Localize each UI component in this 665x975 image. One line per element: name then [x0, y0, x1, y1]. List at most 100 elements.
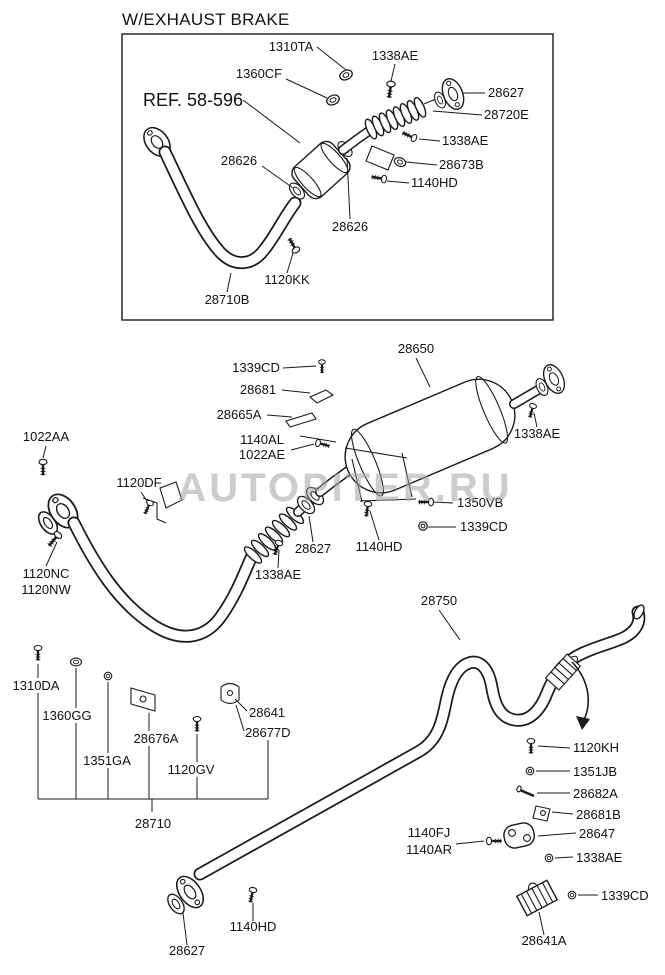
bolt-1140FJ	[485, 836, 503, 846]
label-bg	[128, 731, 184, 746]
part-label-1310TA: 1310TA	[269, 39, 314, 54]
inset-exhaust-brake-section: W/EXHAUST BRAKE	[121, 10, 554, 321]
bolt-1140HD-tail	[245, 885, 259, 905]
part-label-28626-a: 28626	[221, 153, 257, 168]
bracket-1120DF	[140, 481, 183, 524]
part-label-1338AE-c: 1338AE	[514, 426, 561, 441]
part-label-1351GA: 1351GA	[83, 753, 131, 768]
part-label-28641: 28641	[249, 705, 285, 720]
part-label-1022AE: 1022AE	[239, 447, 286, 462]
clamp-28641A	[515, 879, 559, 917]
main-leader-lines	[42, 357, 598, 946]
part-label-1339CD-b: 1339CD	[460, 519, 508, 534]
bolt-1140HD-inset	[369, 171, 389, 185]
part-label-1120KK: 1120KK	[264, 272, 310, 287]
part-label-28673B: 28673B	[439, 157, 484, 172]
watermark: AUTOPITER.RU	[177, 466, 512, 510]
rubber-hanger-28647	[503, 822, 536, 849]
ring-1360CF	[324, 92, 342, 108]
bolt-1022AA	[37, 458, 49, 477]
bracket-28681B	[532, 805, 551, 822]
bracket-28665A	[285, 412, 317, 428]
bolt-1120KH	[526, 737, 536, 755]
label-bg	[39, 708, 95, 723]
part-label-1140HD-b: 1140HD	[356, 539, 403, 554]
part-label-28647: 28647	[579, 826, 615, 841]
part-label-1338AE-b: 1338AE	[442, 133, 489, 148]
hanger-rod-1140AL	[299, 435, 337, 451]
tailpipe-hanger-clamp	[544, 653, 582, 691]
part-label-1120DF: 1120DF	[116, 475, 161, 490]
detail-arrow	[571, 661, 590, 730]
part-label-28641A: 28641A	[522, 933, 567, 948]
part-label-28681B: 28681B	[576, 807, 621, 822]
part-label-28681: 28681	[240, 382, 276, 397]
bolt-1120GV	[192, 715, 202, 733]
part-label-1339CD-a: 1339CD	[232, 360, 280, 375]
ring-1310TA	[337, 67, 355, 83]
part-label-28626-b: 28626	[332, 219, 368, 234]
part-label-28750: 28750	[421, 593, 457, 608]
main-exhaust-section: 28650 1339CD 28681 28665A 1140AL 1022AE …	[8, 341, 649, 958]
part-label-28720E: 28720E	[484, 107, 529, 122]
hanger-bracket-28681	[308, 389, 335, 404]
nut-1338AE-right	[544, 853, 554, 863]
bolt-1310DA	[33, 644, 43, 662]
part-label-1360CF: 1360CF	[236, 66, 282, 81]
grommet-1360GG	[69, 657, 83, 667]
part-label-1338AE-e: 1338AE	[576, 850, 623, 865]
flex-pipe-28720E	[364, 96, 437, 140]
part-label-28650: 28650	[398, 341, 434, 356]
part-label-1360GG: 1360GG	[42, 708, 91, 723]
label-bg	[163, 762, 219, 777]
bolt-1338AE-rear	[525, 401, 539, 420]
muffler-28650	[315, 360, 570, 497]
part-label-28676A: 28676A	[134, 731, 179, 746]
clamp-28673B	[392, 155, 408, 169]
part-label-28627-b: 28627	[295, 541, 331, 556]
part-label-1338AE-a: 1338AE	[372, 48, 419, 63]
ref-label: REF. 58-596	[143, 90, 243, 110]
part-label-1338AE-d: 1338AE	[255, 567, 302, 582]
hanger-28641	[220, 682, 240, 705]
part-label-1140AR: 1140AR	[406, 842, 452, 857]
part-label-1120KH: 1120KH	[573, 740, 619, 755]
bolt-1338AE-mid-inset	[399, 128, 420, 144]
label-bg	[8, 678, 64, 693]
washer-1351GA	[103, 671, 113, 681]
bracket-28676A	[130, 687, 156, 712]
part-label-28710: 28710	[135, 816, 171, 831]
part-label-1140AL: 1140AL	[240, 432, 284, 447]
inset-border	[121, 33, 554, 321]
nut-1339CD-mid	[418, 521, 428, 531]
part-label-1120NC: 1120NC	[23, 566, 70, 581]
inset-leader-lines	[226, 46, 485, 293]
bolt-1120KK	[284, 235, 303, 256]
tail-pipe-28750	[163, 604, 646, 918]
part-label-1310DA: 1310DA	[13, 678, 60, 693]
part-label-1120NW: 1120NW	[21, 582, 71, 597]
part-label-1120GV: 1120GV	[168, 762, 215, 777]
part-label-1140HD-c: 1140HD	[230, 919, 277, 934]
part-label-28677D: 28677D	[245, 725, 291, 740]
bolt-1339CD-top	[317, 358, 327, 375]
part-label-1140FJ: 1140FJ	[408, 825, 450, 840]
part-label-1350VB: 1350VB	[457, 495, 503, 510]
part-label-1140HD-a: 1140HD	[411, 175, 458, 190]
part-label-1022AA: 1022AA	[23, 429, 70, 444]
part-label-28682A: 28682A	[573, 786, 618, 801]
part-label-28710B: 28710B	[205, 292, 250, 307]
front-pipe-28710B	[137, 121, 302, 270]
nut-1339CD-right	[567, 890, 577, 900]
part-label-28627-c: 28627	[169, 943, 205, 958]
inset-title: W/EXHAUST BRAKE	[122, 10, 290, 29]
front-pipe-assembly-28710	[34, 487, 323, 643]
part-label-28627-a: 28627	[488, 85, 524, 100]
part-label-1351JB: 1351JB	[573, 764, 617, 779]
muffler-support-bracket	[344, 447, 435, 531]
pipe-bracket	[365, 145, 395, 171]
part-label-1339CD-c: 1339CD	[601, 888, 649, 903]
bolt-1338AE-top	[383, 79, 397, 100]
